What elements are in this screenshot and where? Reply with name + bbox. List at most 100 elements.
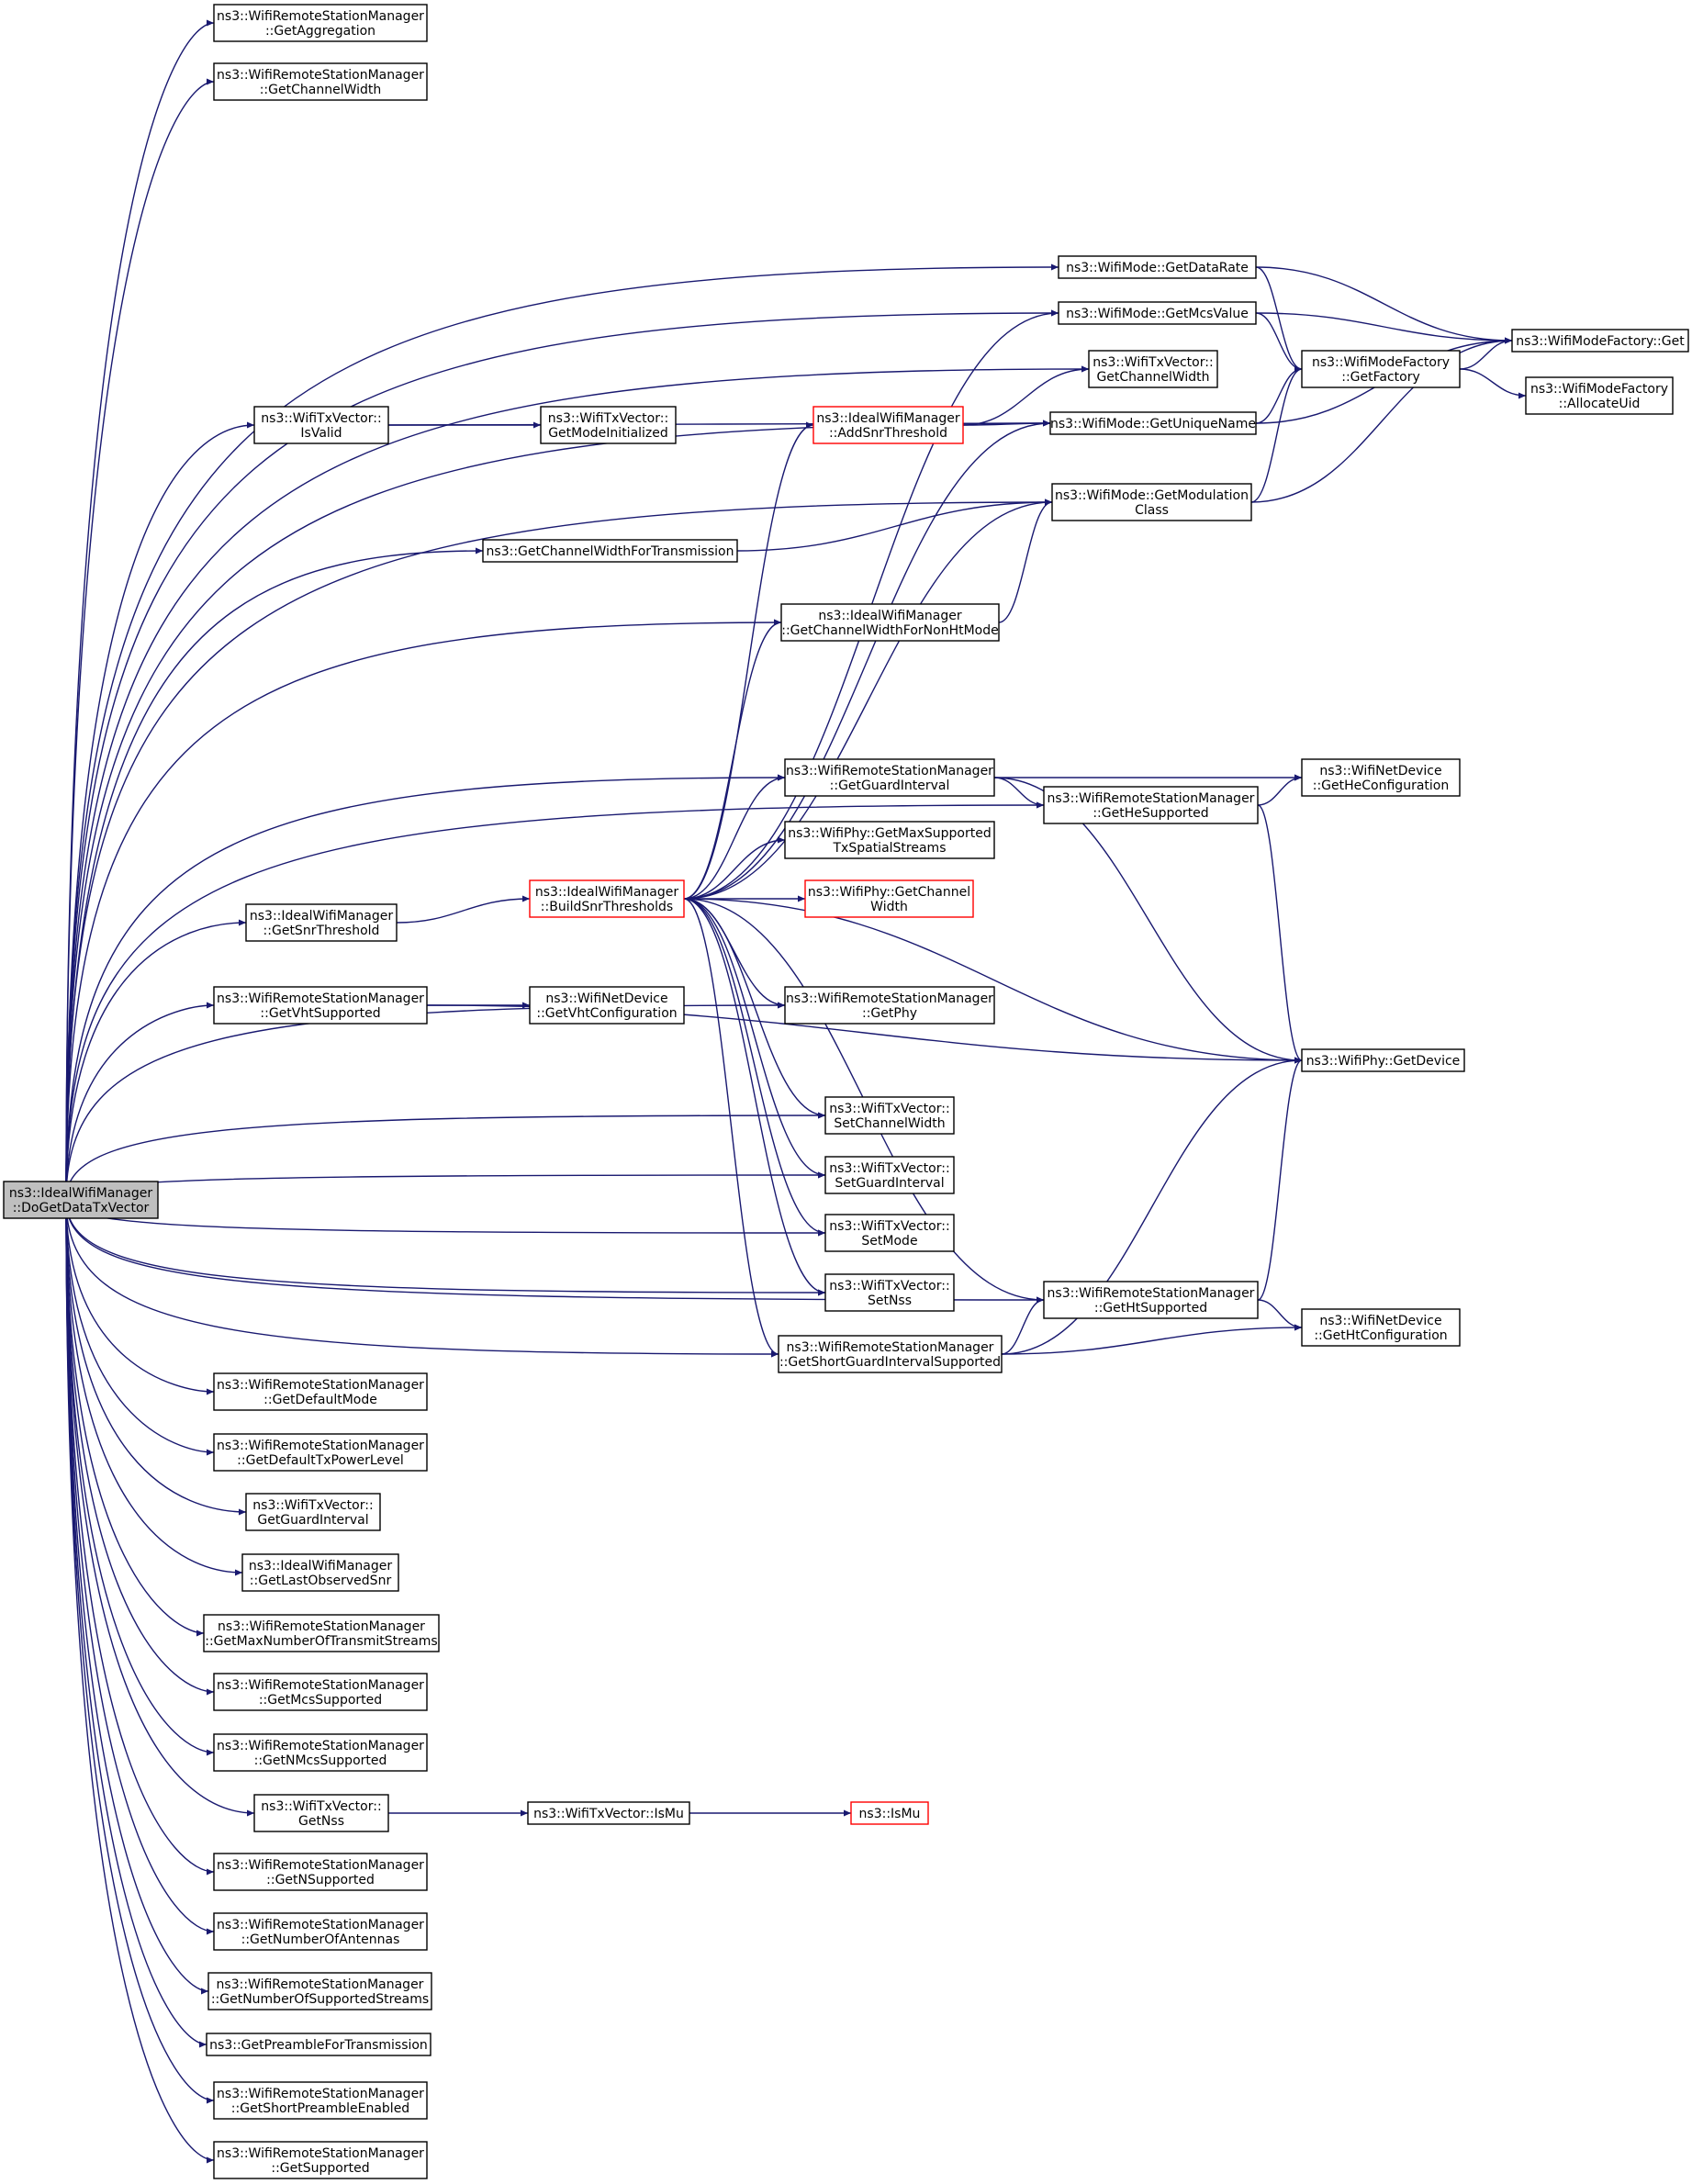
node-label: ::GetMcsSupported	[259, 1693, 382, 1708]
node-addSnrThreshold[interactable]: ns3::IdealWifiManager::AddSnrThreshold	[812, 406, 964, 444]
node-getLastObservedSnr[interactable]: ns3::IdealWifiManager::GetLastObservedSn…	[241, 1553, 399, 1592]
node-box	[253, 406, 389, 444]
edge-root-to-getShortPreambleEnabled	[65, 1199, 215, 2104]
node-box	[213, 4, 428, 42]
edge-getDataRate-to-factoryGet	[1255, 266, 1513, 344]
node-getNumberOfSupportedStreams[interactable]: ns3::WifiRemoteStationManager::GetNumber…	[207, 1972, 432, 2010]
node-label: ns3::WifiRemoteStationManager	[217, 1858, 424, 1873]
edge	[396, 895, 531, 924]
node-setChannelWidth[interactable]: ns3::WifiTxVector::SetChannelWidth	[824, 1096, 955, 1135]
node-isMu[interactable]: ns3::IsMu	[850, 1801, 929, 1825]
edge	[683, 898, 826, 1119]
node-label: ns3::WifiTxVector::	[829, 1219, 949, 1234]
edge-root-to-getChannelWidthForNonHtMode	[65, 619, 782, 1201]
node-getPhy[interactable]: ns3::WifiRemoteStationManager::GetPhy	[784, 986, 995, 1025]
edge-root-to-isValid	[65, 421, 255, 1201]
node-label: ns3::WifiPhy::GetDevice	[1306, 1054, 1461, 1069]
node-getFactory[interactable]: ns3::WifiModeFactory::GetFactory	[1301, 350, 1461, 388]
node-getDefaultTxPowerLevel[interactable]: ns3::WifiRemoteStationManager::GetDefaul…	[213, 1433, 428, 1472]
node-label: ::GetSupported	[271, 2161, 369, 2176]
edge	[1250, 337, 1513, 503]
node-label: ns3::WifiRemoteStationManager	[787, 1340, 994, 1355]
node-label: ::AllocateUid	[1559, 397, 1641, 411]
node-label: ns3::WifiRemoteStationManager	[217, 1977, 424, 1992]
node-getVhtSupported[interactable]: ns3::WifiRemoteStationManager::GetVhtSup…	[213, 986, 428, 1025]
node-getDefaultMode[interactable]: ns3::WifiRemoteStationManager::GetDefaul…	[213, 1372, 428, 1411]
node-box	[778, 1335, 1003, 1373]
node-label: ns3::WifiRemoteStationManager	[217, 9, 424, 24]
node-box	[824, 1214, 955, 1252]
node-getNss[interactable]: ns3::WifiTxVector::GetNss	[253, 1794, 389, 1832]
node-getMaxNumberOfTransmitStreams[interactable]: ns3::WifiRemoteStationManager::GetMaxNum…	[203, 1614, 440, 1652]
node-getHtSupported[interactable]: ns3::WifiRemoteStationManager::GetHtSupp…	[1043, 1281, 1259, 1319]
node-getNSupported[interactable]: ns3::WifiRemoteStationManager::GetNSuppo…	[213, 1853, 428, 1891]
node-getDevice[interactable]: ns3::WifiPhy::GetDevice	[1301, 1048, 1465, 1072]
node-getChannelWidthForNonHtMode[interactable]: ns3::IdealWifiManager::GetChannelWidthFo…	[780, 603, 1000, 642]
edge-root-to-getDefaultMode	[65, 1199, 215, 1395]
node-box	[213, 1912, 428, 1951]
node-root[interactable]: ns3::IdealWifiManager::DoGetDataTxVector	[3, 1181, 159, 1219]
node-getUniqueName[interactable]: ns3::WifiMode::GetUniqueName	[1049, 411, 1257, 435]
node-label: ns3::WifiRemoteStationManager	[786, 991, 993, 1006]
node-getShortGuardIntervalSupported[interactable]: ns3::WifiRemoteStationManager::GetShortG…	[778, 1335, 1003, 1373]
node-phyGetChannelWidth[interactable]: ns3::WifiPhy::GetChannelWidth	[804, 879, 974, 918]
node-getDataRate[interactable]: ns3::WifiMode::GetDataRate	[1058, 255, 1257, 279]
node-getSupported[interactable]: ns3::WifiRemoteStationManager::GetSuppor…	[213, 2141, 428, 2179]
node-label: ::AddSnrThreshold	[829, 426, 947, 441]
edge	[65, 1199, 255, 1817]
node-getVhtConfiguration[interactable]: ns3::WifiNetDevice::GetVhtConfiguration	[529, 986, 685, 1025]
node-txvGetChannelWidth[interactable]: ns3::WifiTxVector::GetChannelWidth	[1088, 350, 1218, 388]
node-factoryGet[interactable]: ns3::WifiModeFactory::Get	[1511, 329, 1689, 353]
node-box	[213, 2141, 428, 2179]
node-allocateUid[interactable]: ns3::WifiModeFactory::AllocateUid	[1525, 376, 1674, 415]
node-getShortPreambleEnabled[interactable]: ns3::WifiRemoteStationManager::GetShortP…	[213, 2081, 428, 2120]
node-getNMcsSupported[interactable]: ns3::WifiRemoteStationManager::GetNMcsSu…	[213, 1733, 428, 1772]
edge-root-to-getLastObservedSnr	[65, 1199, 243, 1576]
edge	[65, 1199, 779, 1358]
node-getNumberOfAntennas[interactable]: ns3::WifiRemoteStationManager::GetNumber…	[213, 1912, 428, 1951]
node-buildSnrThresholds[interactable]: ns3::IdealWifiManager::BuildSnrThreshold…	[529, 879, 685, 918]
node-getHeConfiguration[interactable]: ns3::WifiNetDevice::GetHeConfiguration	[1301, 758, 1461, 797]
function-nodes: ns3::IdealWifiManager::DoGetDataTxVector…	[3, 4, 1689, 2179]
node-getChannelWidthForTransmission[interactable]: ns3::GetChannelWidthForTransmission	[482, 539, 738, 563]
node-box	[1049, 411, 1257, 435]
node-box	[213, 1433, 428, 1472]
edge	[65, 420, 1051, 1201]
edge	[683, 898, 826, 1179]
node-box	[784, 758, 995, 797]
edge	[65, 1199, 1045, 1304]
node-box	[1525, 376, 1674, 415]
node-txvGetGuardInterval[interactable]: ns3::WifiTxVector::GetGuardInterval	[245, 1493, 381, 1531]
node-setMode[interactable]: ns3::WifiTxVector::SetMode	[824, 1214, 955, 1252]
node-getSnrThreshold[interactable]: ns3::IdealWifiManager::GetSnrThreshold	[245, 903, 398, 942]
edge-buildSnrThresholds-to-getChannelWidthForNonHtMode	[683, 619, 782, 900]
node-setGuardInterval[interactable]: ns3::WifiTxVector::SetGuardInterval	[824, 1156, 955, 1194]
node-txvIsMu[interactable]: ns3::WifiTxVector::IsMu	[527, 1801, 690, 1825]
node-box	[213, 1733, 428, 1772]
node-getMcsValue[interactable]: ns3::WifiMode::GetMcsValue	[1058, 301, 1257, 325]
node-getPreambleForTransmission[interactable]: ns3::GetPreambleForTransmission	[206, 2033, 431, 2056]
node-getGuardIntervalRSM[interactable]: ns3::WifiRemoteStationManager::GetGuardI…	[784, 758, 995, 797]
node-setNss[interactable]: ns3::WifiTxVector::SetNss	[824, 1273, 955, 1312]
node-label: ns3::WifiMode::GetUniqueName	[1050, 417, 1256, 431]
node-getHtConfiguration[interactable]: ns3::WifiNetDevice::GetHtConfiguration	[1301, 1308, 1461, 1347]
node-label: ns3::WifiRemoteStationManager	[217, 1378, 424, 1393]
node-getChannelWidthRSM[interactable]: ns3::WifiRemoteStationManager::GetChanne…	[213, 62, 428, 101]
node-label: ns3::WifiTxVector::	[829, 1279, 949, 1294]
node-label: ns3::WifiNetDevice	[1319, 764, 1441, 778]
node-getHeSupported[interactable]: ns3::WifiRemoteStationManager::GetHeSupp…	[1043, 786, 1259, 824]
node-getMcsSupported[interactable]: ns3::WifiRemoteStationManager::GetMcsSup…	[213, 1673, 428, 1711]
node-label: ::GetGuardInterval	[830, 778, 950, 793]
node-label: ns3::IsMu	[859, 1807, 921, 1821]
node-box	[527, 1801, 690, 1825]
node-label: ::GetAggregation	[265, 24, 375, 39]
edge-getModulationClass-to-getFactory	[1250, 365, 1303, 503]
edge	[65, 1199, 215, 1935]
node-getAggregation[interactable]: ns3::WifiRemoteStationManager::GetAggreg…	[213, 4, 428, 42]
node-label: SetNss	[868, 1294, 912, 1308]
edge-root-to-getDefaultTxPowerLevel	[65, 1199, 215, 1456]
node-getModeInitialized[interactable]: ns3::WifiTxVector::GetModeInitialized	[540, 406, 677, 444]
node-getMaxSupportedTxSpatialStreams[interactable]: ns3::WifiPhy::GetMaxSupportedTxSpatialSt…	[784, 821, 995, 859]
node-isValid[interactable]: ns3::WifiTxVector::IsValid	[253, 406, 389, 444]
